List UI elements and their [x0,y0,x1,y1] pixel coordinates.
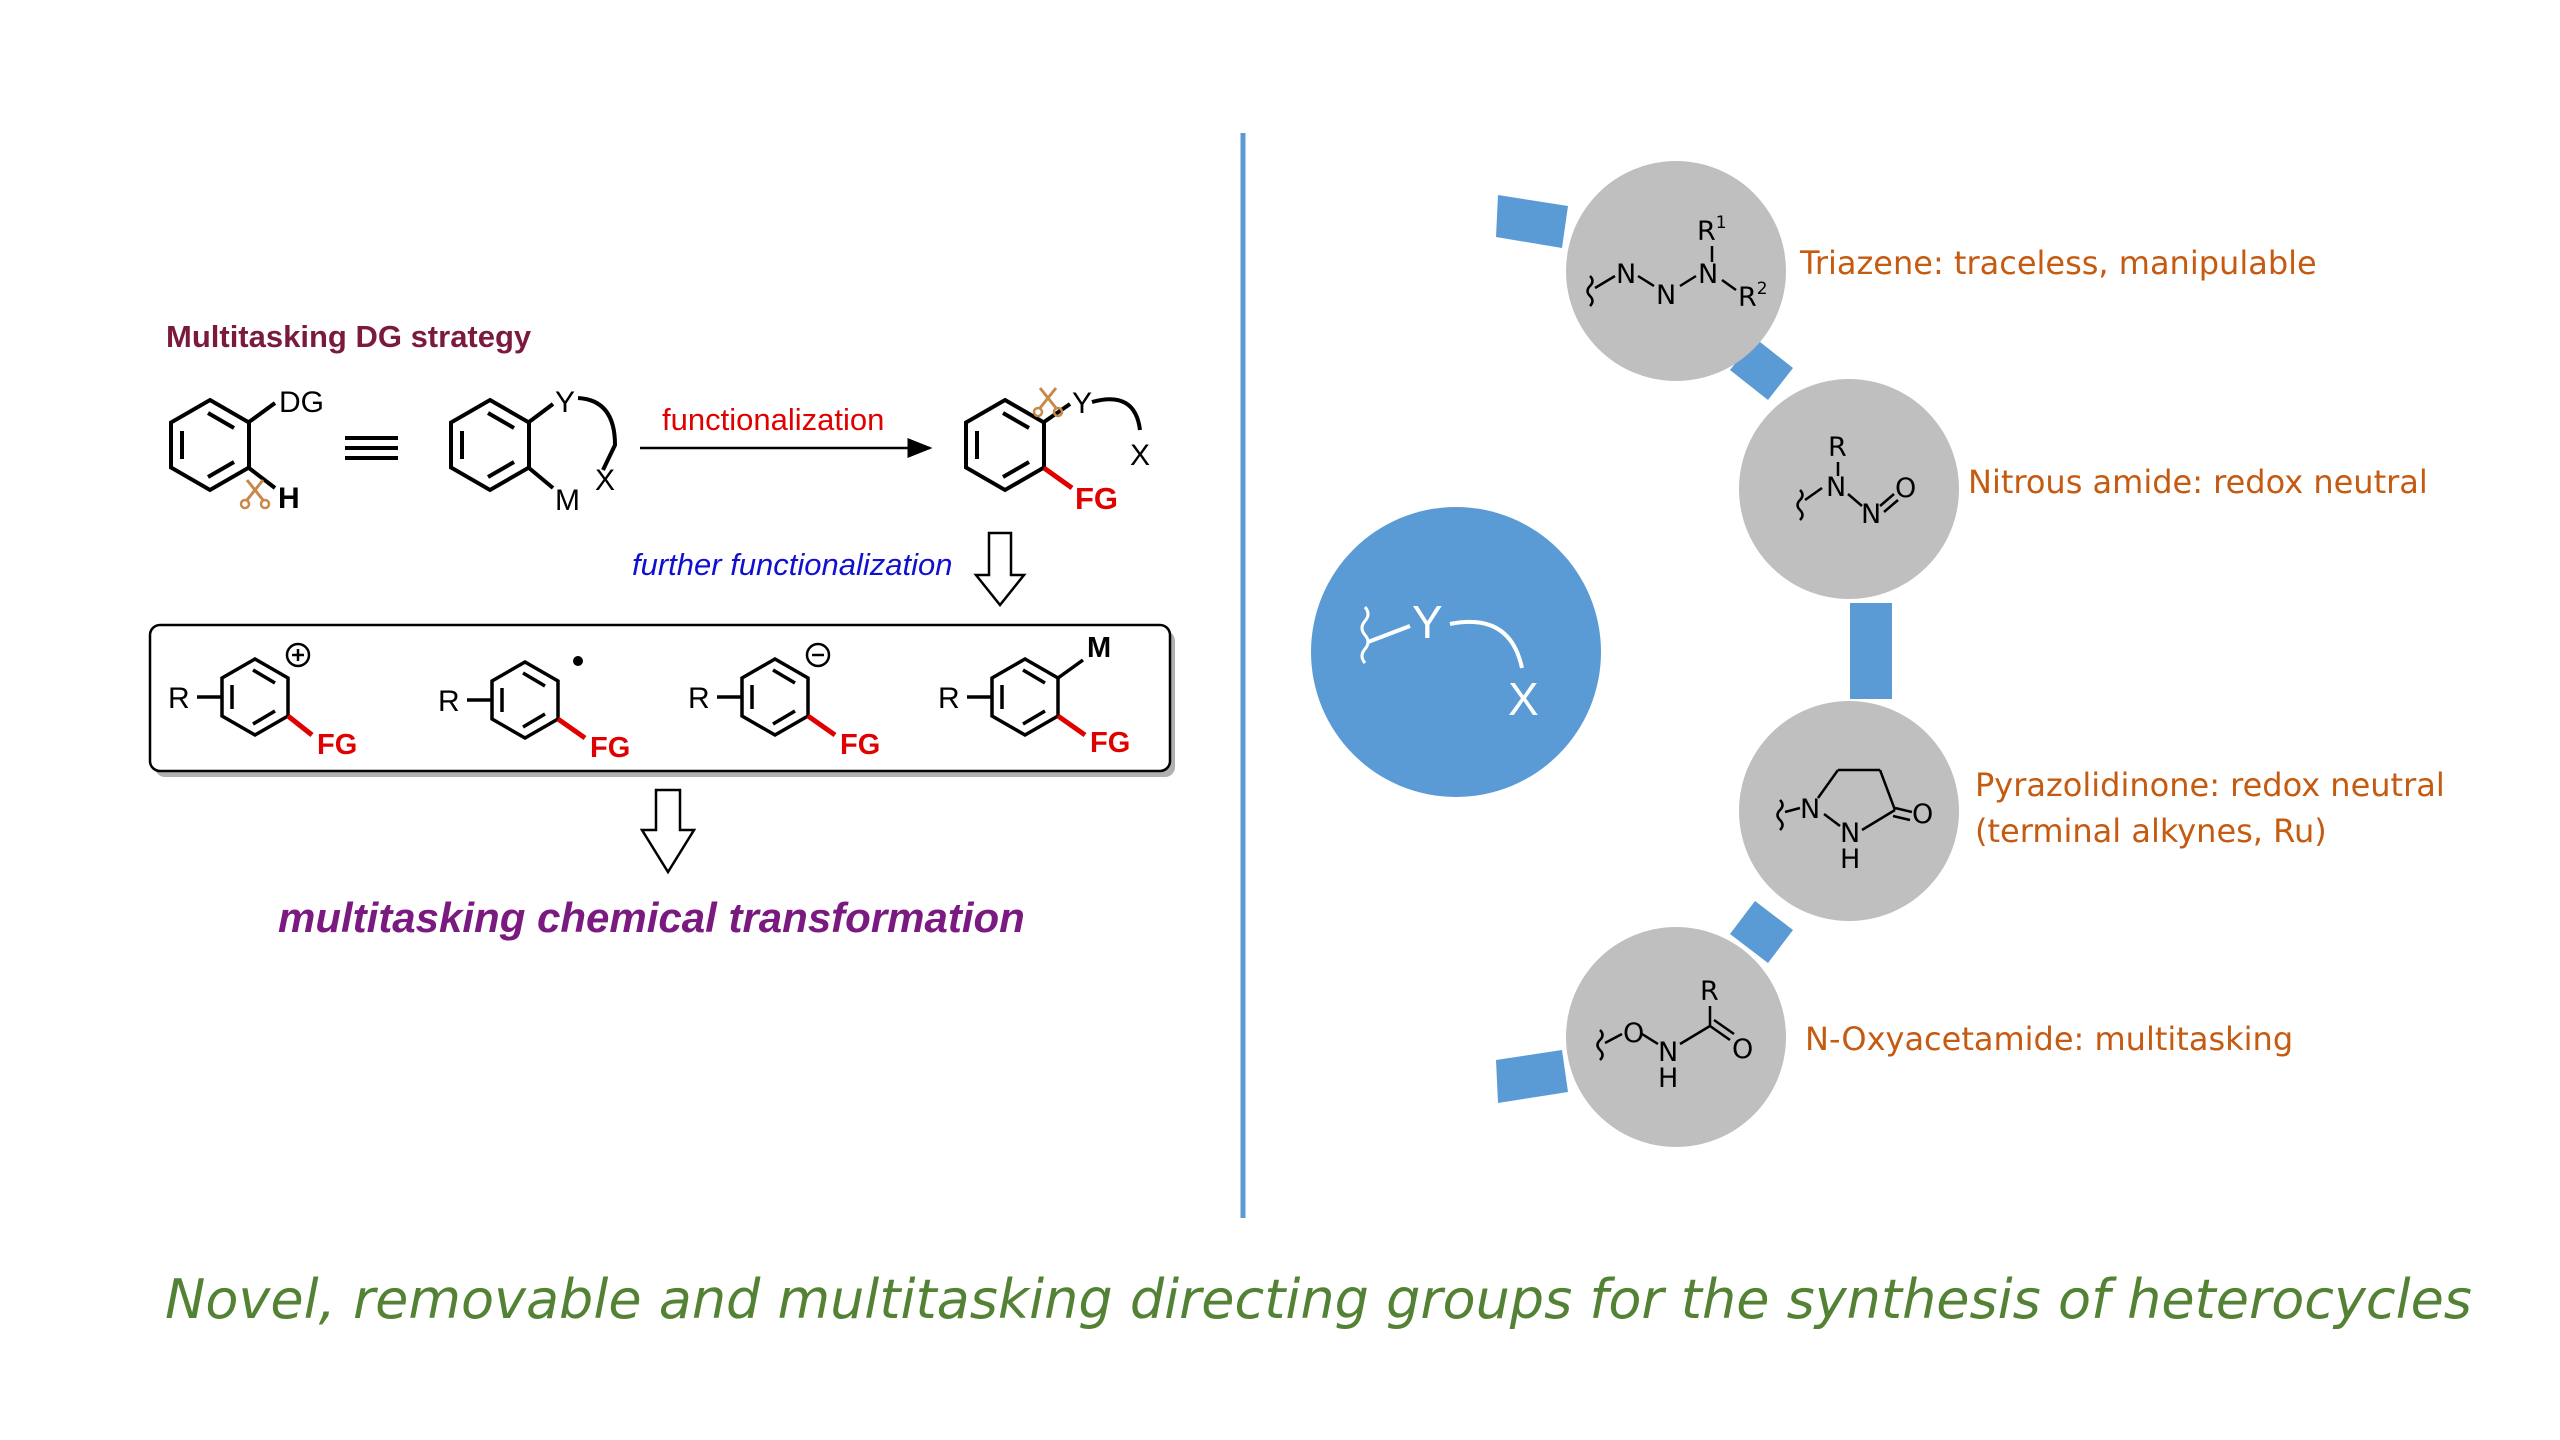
n-oxyacetamide-h: H [1658,1063,1678,1094]
pyrazolidinone-label-line2: (terminal alkynes, Ru) [1975,812,2327,850]
down-arrow-icon [639,788,697,875]
nitrous-amide-node [1739,379,1959,599]
triazene-label: Triazene: traceless, manipulable [1799,244,2317,282]
triazene-node [1566,161,1786,381]
h-label: H [278,482,300,515]
pyrazolidinone-n1: N [1800,794,1820,825]
nitrous-amide-structure [1796,462,1899,521]
m-label: M [555,484,580,517]
starting-arene [169,398,277,510]
n-oxyacetamide-label: N-Oxyacetamide: multitasking [1805,1020,2293,1058]
strategy-heading: Multitasking DG strategy [166,319,532,354]
down-arrow-icon [973,531,1027,608]
n-oxyacetamide-r: R [1700,976,1719,1007]
chelate-sketch [1360,606,1524,669]
radical-derivative [467,656,587,741]
n-oxyacetamide-o2: O [1732,1034,1753,1065]
pyrazolidinone-o: O [1912,799,1933,830]
nitrous-amide-label: Nitrous amide: redox neutral [1968,463,2428,501]
n-oxyacetamide-structure [1596,1006,1735,1061]
fg-label-4: FG [1090,727,1130,759]
metal-label: M [1087,632,1111,664]
fg-label-1: FG [317,729,357,761]
dg-label: DG [279,386,324,419]
anion-derivative [717,642,837,738]
chelate-intermediate [449,396,618,492]
functionalization-label: functionalization [662,402,884,437]
triazene-r1: R1 [1697,213,1727,247]
n-oxyacetamide-node [1566,927,1786,1147]
nitrous-amide-n2: N [1861,499,1881,530]
r-label-2: R [438,685,460,718]
pyrazolidinone-node [1739,701,1959,921]
fg-label-2: FG [590,732,630,764]
product-x-label: X [1130,439,1150,472]
nitrous-amide-n1: N [1826,472,1846,503]
triazene-n2: N [1656,280,1676,311]
n-oxyacetamide-n: N [1658,1037,1678,1068]
cation-derivative [197,642,314,737]
triazene-n1: N [1616,259,1636,290]
pyrazolidinone-n2: N [1840,818,1860,849]
product-fg-label: FG [1075,481,1118,516]
r-label-4: R [938,682,960,715]
fg-label-3: FG [840,729,880,761]
pyrazolidinone-structure [1776,768,1913,832]
triazene-structure [1586,246,1737,307]
center-x-label: X [1508,673,1539,725]
x-label: X [595,464,615,497]
functionalized-product [964,386,1142,492]
n-oxyacetamide-o1: O [1623,1018,1644,1049]
further-functionalization-label: further functionalization [632,547,953,582]
nitrous-amide-o: O [1895,473,1916,504]
caption: Novel, removable and multitasking direct… [165,1268,2472,1331]
derivatives-box [148,623,1172,773]
r-label-1: R [168,682,190,715]
scissors-icon [239,478,271,510]
equivalence-icon [345,436,398,460]
chelate-circle [1311,507,1601,797]
product-y-label: Y [1072,387,1092,420]
outcome-text: multitasking chemical transformation [278,894,1025,941]
triazene-r2: R2 [1738,279,1768,313]
y-label: Y [555,386,575,419]
pyrazolidinone-h: H [1840,844,1860,875]
nitrous-amide-r: R [1828,432,1847,463]
center-y-label: Y [1412,596,1443,648]
pyrazolidinone-label: Pyrazolidinone: redox neutral [1975,766,2445,804]
organometallic-derivative [967,657,1087,738]
r-label-3: R [688,682,710,715]
triazene-n3: N [1698,259,1718,290]
